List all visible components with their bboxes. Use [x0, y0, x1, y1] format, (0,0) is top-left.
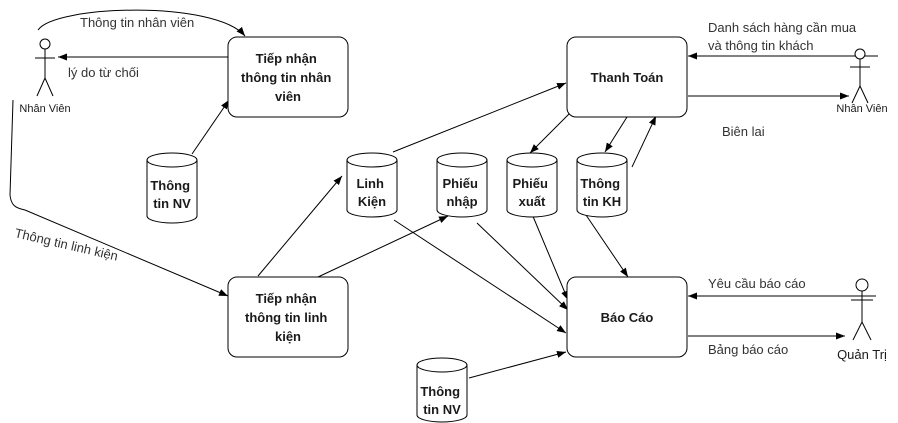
edge-actor-to-tiepnhan-lk — [9, 99, 229, 297]
edge-linhkien-to-baocao — [393, 219, 567, 334]
store-thong-tin-nv-2: Thông tin NV — [416, 357, 468, 423]
flow-label-yeu-cau-bao-cao: Yêu cầu báo cáo — [708, 276, 806, 291]
flow-label-danh-sach-hang: Danh sách hàng cần mua — [708, 20, 857, 35]
actor-label-nhan-vien-right: Nhân Viên — [836, 103, 887, 115]
flow-label-bien-lai: Biên lai — [722, 124, 765, 139]
edge-thongtinkh-to-thanhtoan — [631, 115, 657, 168]
store-label: Thông tin NV — [150, 178, 193, 211]
actor-label-quan-tri: Quản Trị — [837, 347, 887, 362]
edge-linhkien-to-thanhtoan — [392, 82, 567, 153]
store-label: Phiếu xuất — [512, 176, 551, 209]
store-label: Thông tin KH — [580, 176, 623, 209]
edge-phieuxuat-to-baocao — [531, 213, 569, 301]
process-label: Báo Cáo — [601, 310, 654, 325]
edge-phieunhap-to-baocao — [476, 222, 569, 311]
process-tiep-nhan-nhan-vien: Tiếp nhận thông tin nhân viên — [227, 36, 349, 118]
store-label: Thông tin NV — [420, 384, 463, 417]
edge-tiepnhan-lk-to-linhkien — [257, 175, 343, 277]
edge-actor-to-tiepnhan-nv — [37, 9, 246, 37]
flow-label-ly-do-tu-choi: lý do từ chối — [68, 65, 139, 80]
store-thong-tin-kh: Thông tin KH — [576, 152, 628, 218]
flow-label-bang-bao-cao: Bảng báo cáo — [708, 342, 788, 357]
process-label: Tiếp nhận thông tin nhân viên — [241, 51, 335, 104]
edge-thanhtoan-to-phieuxuat — [529, 112, 571, 154]
edge-tiepnhan-lk-to-phieunhap — [317, 215, 449, 278]
flow-label-thong-tin-khach: và thông tin khách — [708, 38, 814, 53]
store-label: Phiếu nhập — [442, 176, 481, 209]
flow-label-thong-tin-linh-kien: Thông tin linh kiện — [13, 225, 119, 263]
edge-store-nv-to-tiepnhan-nv — [191, 99, 230, 155]
process-bao-cao: Báo Cáo — [566, 276, 688, 358]
process-thanh-toan: Thanh Toán — [566, 36, 688, 118]
edges — [9, 9, 878, 379]
edge-storenv2-to-baocao — [468, 350, 567, 379]
process-label: Tiếp nhận thông tin linh kiện — [245, 291, 331, 344]
process-tiep-nhan-linh-kien: Tiếp nhận thông tin linh kiện — [227, 276, 349, 358]
actor-label-nhan-vien-left: Nhân Viên — [19, 103, 70, 115]
process-label: Thanh Toán — [591, 70, 664, 85]
store-label: Linh Kiện — [356, 176, 387, 209]
edge-thanhtoan-to-thongtinkh — [604, 116, 628, 153]
actor-nhan-vien-left — [35, 38, 55, 97]
store-thong-tin-nv-1: Thông tin NV — [146, 152, 198, 224]
store-linh-kien: Linh Kiện — [346, 152, 398, 218]
store-phieu-nhap: Phiếu nhập — [436, 152, 488, 218]
actor-quan-tri — [851, 278, 873, 341]
store-phieu-xuat: Phiếu xuất — [506, 152, 558, 218]
flow-label-thong-tin-nhan-vien: Thông tin nhân viên — [80, 15, 194, 30]
edge-thongtinkh-to-baocao — [585, 214, 629, 278]
actor-nhan-vien-right — [850, 48, 870, 104]
